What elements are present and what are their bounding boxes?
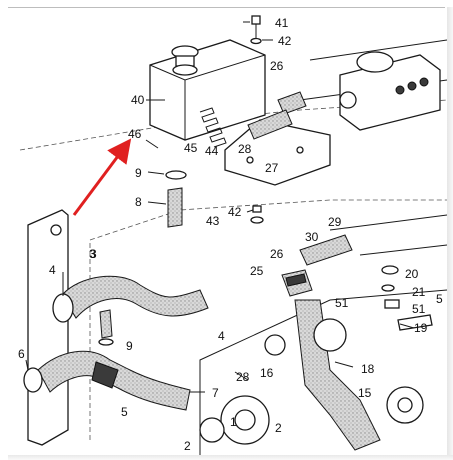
bolt-41 — [250, 15, 262, 45]
pump-assembly — [339, 51, 441, 131]
part-label: 43 — [206, 214, 220, 228]
part-label: 9 — [126, 339, 133, 353]
part-label: 40 — [131, 93, 145, 107]
part-label: 15 — [358, 386, 372, 400]
part-label: 7 — [212, 386, 219, 400]
part-label: 2 — [184, 439, 191, 453]
part-label: 42 — [278, 34, 292, 48]
part-label: 21 — [412, 285, 426, 299]
bolt-43 — [250, 205, 264, 224]
part-label: 5 — [121, 405, 128, 419]
part-label: 20 — [405, 267, 419, 281]
hose-26-lower — [281, 269, 313, 297]
top-hoses — [247, 91, 307, 140]
mounting-plate — [224, 119, 331, 186]
part-label: 45 — [184, 141, 198, 155]
red-pointer-arrow — [72, 138, 132, 216]
part-label: 2 — [275, 421, 282, 435]
part-label: 42 — [228, 205, 242, 219]
part-label: 51 — [412, 302, 426, 316]
hose-small-9 — [98, 309, 114, 346]
part-label: 9 — [135, 166, 142, 180]
part-label: 4 — [218, 329, 225, 343]
part-label: 29 — [328, 215, 342, 229]
expansion-tank — [149, 39, 266, 141]
part-label: 27 — [265, 161, 279, 175]
part-label: 1 — [230, 415, 237, 429]
top-divider — [8, 7, 445, 8]
part-label: 44 — [205, 144, 219, 158]
frame-shadow-bottom — [8, 455, 453, 460]
part-label: 5 — [436, 292, 443, 306]
part-label: 3 — [90, 247, 97, 261]
exploded-parts-diagram: 41 42 26 40 46 45 44 28 27 9 8 42 43 29 … — [18, 15, 447, 455]
part-label: 8 — [135, 195, 142, 209]
part-label: 30 — [305, 230, 319, 244]
part-label: 51 — [335, 296, 349, 310]
part-label: 28 — [236, 370, 250, 384]
part-label: 41 — [275, 16, 289, 30]
part-label: 26 — [270, 59, 284, 73]
part-label: 28 — [238, 142, 252, 156]
hose-3 — [52, 275, 209, 323]
part-label: 6 — [18, 347, 25, 361]
part-label: 46 — [128, 127, 142, 141]
part-label: 19 — [414, 321, 428, 335]
spring — [199, 107, 227, 148]
leader-lines — [25, 21, 415, 393]
hose-8 — [165, 170, 187, 228]
part-label: 25 — [250, 264, 264, 278]
pulleys — [199, 318, 424, 445]
hose-29 — [299, 234, 353, 266]
frame-shadow-right — [447, 7, 453, 460]
part-labels: 41 42 26 40 46 45 44 28 27 9 8 42 43 29 … — [18, 16, 443, 453]
hose-5 — [23, 350, 191, 411]
part-label: 3 — [89, 247, 96, 261]
part-label: 16 — [260, 366, 274, 380]
support-bracket — [27, 209, 69, 446]
part-label: 18 — [361, 362, 375, 376]
part-label: 26 — [270, 247, 284, 261]
part-label: 4 — [49, 263, 56, 277]
